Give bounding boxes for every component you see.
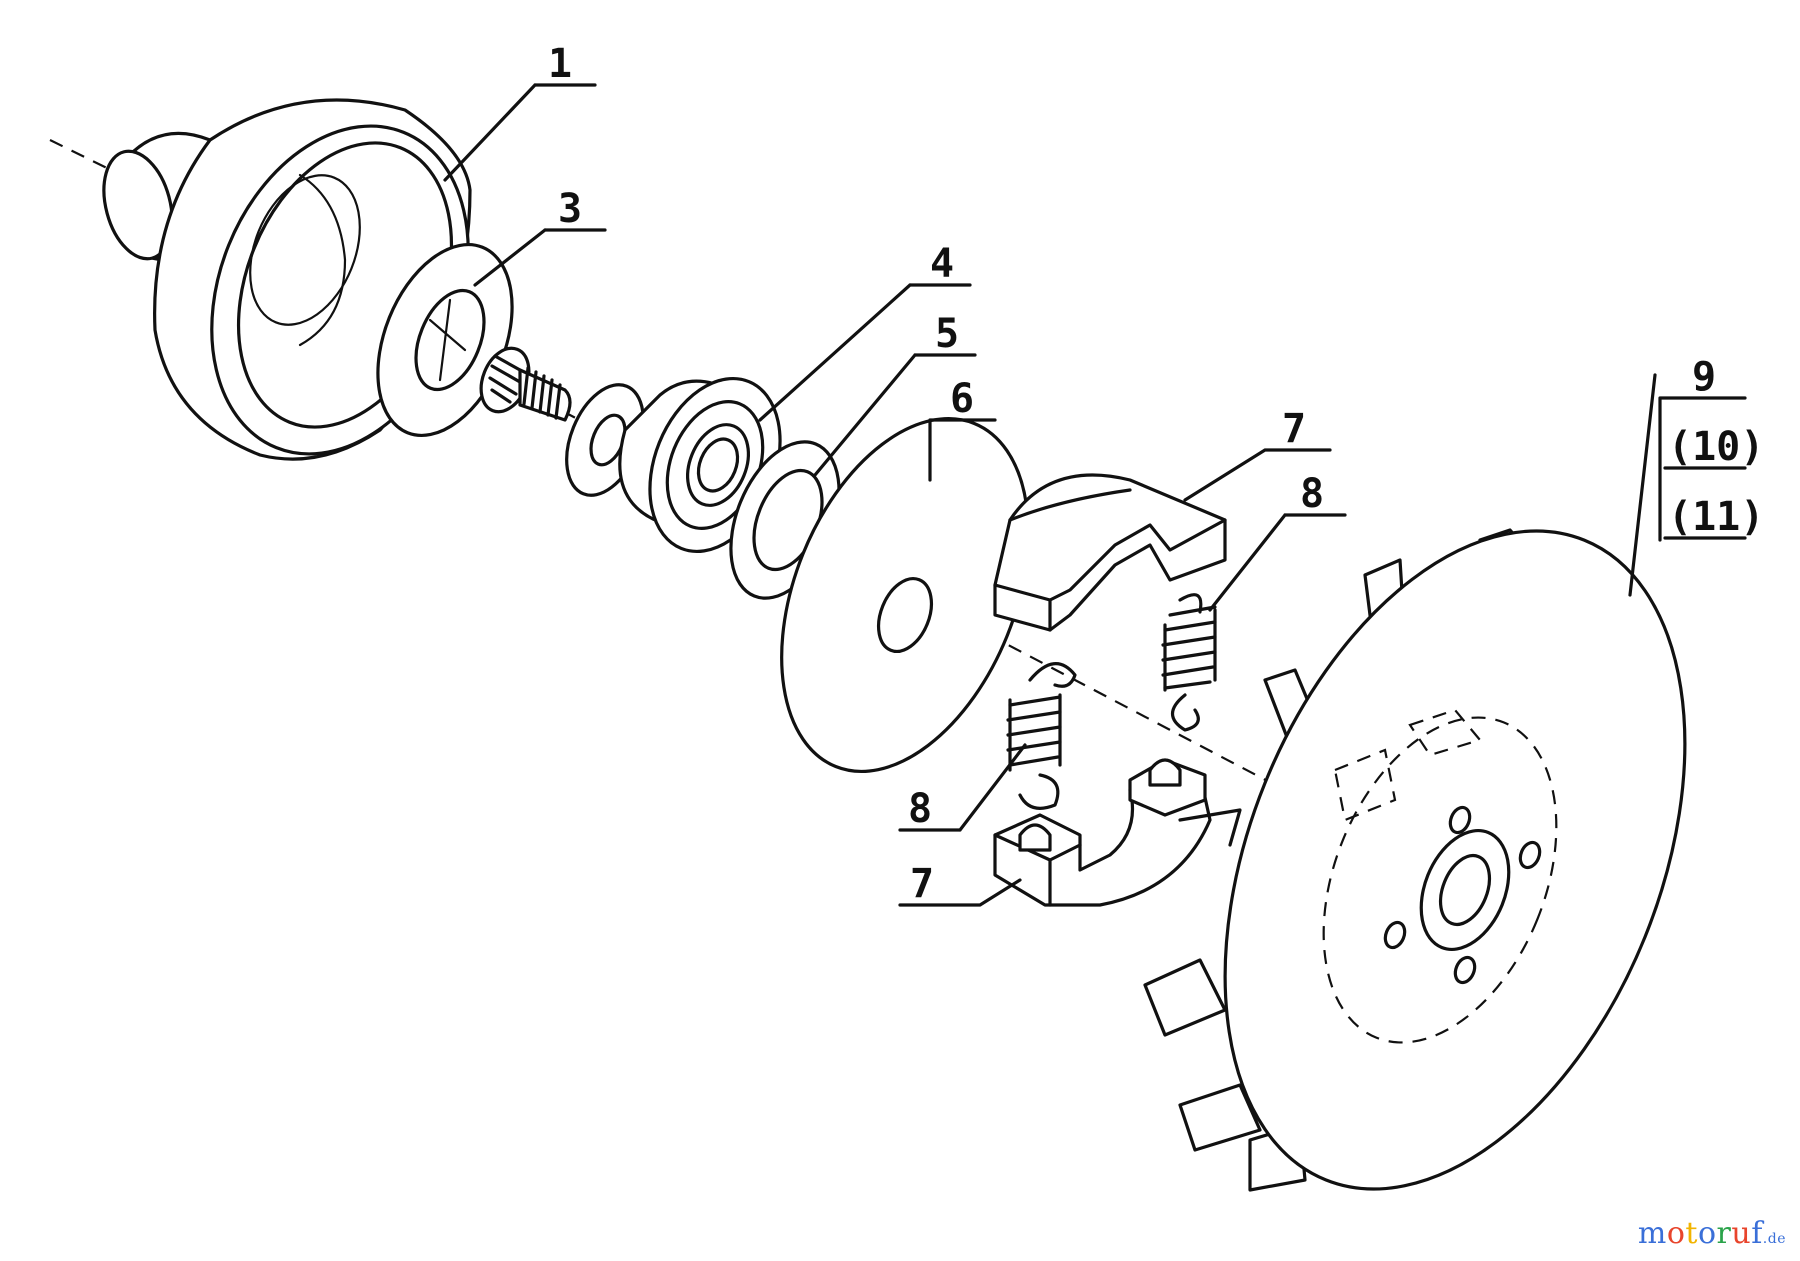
watermark-logo: motoruf.de [1638,1216,1786,1251]
clutch-shoe-upper [993,473,1227,632]
watermark-letter: o [1666,1216,1686,1251]
callout-8-lower: 8 [908,786,932,832]
needle-bearing-stud [479,346,572,422]
watermark-suffix: .de [1762,1231,1786,1247]
callout-10: (10) [1668,424,1764,470]
leader-lines [443,83,1747,907]
callout-7-lower: 7 [910,861,934,907]
watermark-letter: f [1751,1216,1763,1251]
watermark-text: motoruf [1638,1216,1763,1251]
callout-6: 6 [950,376,974,422]
watermark-letter: o [1697,1216,1717,1251]
clutch-plate [780,416,1030,774]
watermark-letter: t [1685,1216,1698,1251]
callout-11: (11) [1668,494,1764,540]
clutch-spring-lower [1006,662,1077,810]
watermark-letter: m [1637,1216,1667,1251]
callout-7-upper: 7 [1282,406,1306,452]
clutch-spring-upper [1161,593,1217,732]
clutch-shoe-lower [993,758,1242,907]
cooling-fan-wheel [1143,528,1687,1192]
callout-3: 3 [558,186,582,232]
callout-4: 4 [930,241,954,287]
callout-numbers: 1 3 4 5 6 7 8 8 7 9 (10) (11) [548,41,1764,907]
callout-8-upper: 8 [1300,471,1324,517]
watermark-letter: r [1716,1216,1732,1251]
callout-5: 5 [935,311,959,357]
callout-1: 1 [548,41,572,87]
watermark-letter: u [1731,1216,1752,1251]
callout-9: 9 [1692,354,1716,400]
